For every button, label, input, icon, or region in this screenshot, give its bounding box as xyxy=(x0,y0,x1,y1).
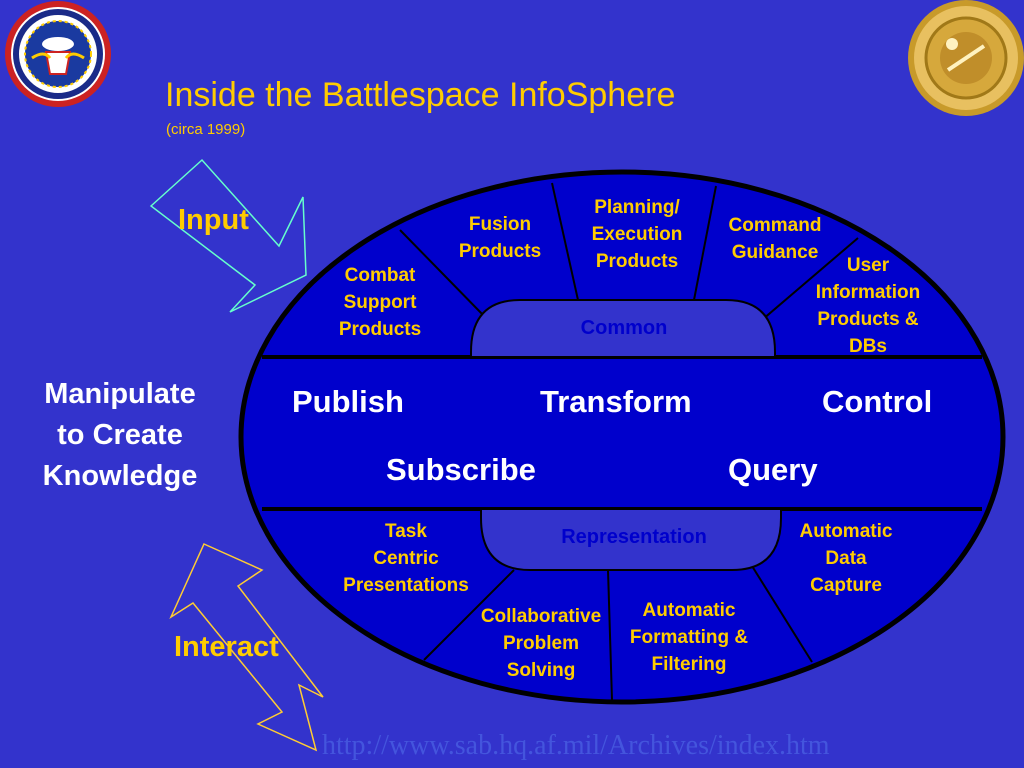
control-label: Control xyxy=(822,384,933,419)
air-force-seal-icon xyxy=(5,1,111,107)
combat-support-products: Combat Support Products xyxy=(338,265,422,340)
interact-label: Interact xyxy=(174,631,279,663)
user-information-products: User Information Products & DBs xyxy=(815,255,921,357)
input-label: Input xyxy=(178,204,249,236)
representation-pill xyxy=(480,508,782,571)
representation-label: Representation xyxy=(561,526,707,548)
footer-url: http://www.sab.hq.af.mil/Archives/index.… xyxy=(322,730,830,761)
input-arrow xyxy=(149,158,307,313)
query-label: Query xyxy=(728,452,818,487)
page-title: Inside the Battlespace InfoSphere xyxy=(165,76,676,114)
collaborative-problem-solving: Collaborative Problem Solving xyxy=(480,606,602,681)
task-centric-presentations: Task Centric Presentations xyxy=(343,521,469,596)
subscribe-label: Subscribe xyxy=(386,452,536,487)
common-label: Common xyxy=(580,317,668,339)
automatic-formatting-filtering: Automatic Formatting & Filtering xyxy=(629,600,749,675)
fusion-products: Fusion Products xyxy=(458,214,542,262)
page-subtitle: (circa 1999) xyxy=(166,121,246,138)
automatic-data-capture: Automatic Data Capture xyxy=(799,521,893,596)
transform-label: Transform xyxy=(540,384,692,419)
scientific-advisory-board-seal-icon xyxy=(908,0,1024,116)
manipulate-label: Manipulate to Create Knowledge xyxy=(42,378,198,492)
interact-arrow xyxy=(169,543,324,752)
command-guidance: Command Guidance xyxy=(728,215,822,263)
planning-execution-products: Planning/ Execution Products xyxy=(591,197,683,272)
publish-label: Publish xyxy=(292,384,404,419)
infosphere-ellipse xyxy=(238,169,1006,705)
common-pill xyxy=(470,299,776,358)
